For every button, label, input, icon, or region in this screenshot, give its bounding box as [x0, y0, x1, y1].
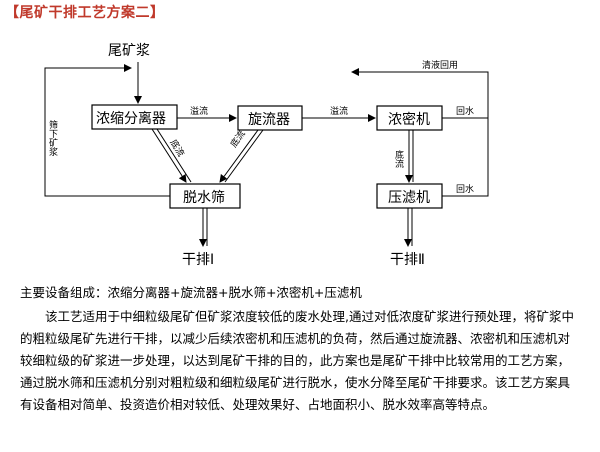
return-water-label-1: 回水 — [456, 105, 474, 117]
underflow-label-1: 底流 — [167, 137, 187, 159]
thickener-label: 浓密机 — [388, 111, 430, 128]
dry2-label: 干排Ⅱ — [390, 252, 425, 268]
return-water-label-2: 回水 — [456, 183, 474, 195]
description-paragraph: 该工艺适用于中细粒级尾矿但矿浆浓度较低的废水处理,通过对低浓度矿浆进行预处理，将… — [20, 309, 574, 412]
return-water-line-2 — [442, 118, 489, 197]
underflow-label-3: 底流 — [393, 149, 404, 169]
screen-under-line — [44, 67, 170, 197]
concentrator-box: 浓缩分离器 — [91, 104, 178, 130]
concentrator-label: 浓缩分离器 — [96, 110, 166, 127]
thickener-box: 浓密机 — [376, 105, 443, 131]
equipment-summary: 主要设备组成：浓缩分离器+旋流器+脱水筛+浓密机+压滤机 — [20, 285, 362, 300]
cyclone-box: 旋流器 — [237, 105, 303, 131]
filter-press-box: 压滤机 — [376, 183, 443, 209]
dry1-label: 干排Ⅰ — [182, 252, 214, 268]
underflow-arrow-2 — [219, 129, 259, 183]
clear-return-line — [355, 71, 489, 118]
screen-under-label: 筛下矿浆 — [47, 119, 58, 156]
process-flow-diagram: 尾矿浆 浓缩分离器 旋流器 浓密机 脱水筛 压滤机 溢流 溢流 清液回用 回水 … — [44, 43, 489, 268]
underflow-label-2: 底流 — [228, 128, 248, 150]
overflow-label-1: 溢流 — [190, 105, 208, 117]
underflow-arrow-1 — [151, 128, 187, 183]
underflow-arrow-2b — [224, 129, 264, 183]
dewater-screen-box: 脱水筛 — [169, 183, 241, 209]
input-label: 尾矿浆 — [108, 43, 150, 59]
filter-press-label: 压滤机 — [388, 190, 430, 206]
page-title: 【尾矿干排工艺方案二】 — [5, 5, 165, 21]
clear-return-label: 清液回用 — [422, 59, 458, 71]
dewater-screen-label: 脱水筛 — [183, 190, 225, 206]
underflow-arrow-1b — [156, 128, 192, 183]
overflow-label-2: 溢流 — [330, 105, 348, 117]
cyclone-label: 旋流器 — [248, 112, 290, 128]
